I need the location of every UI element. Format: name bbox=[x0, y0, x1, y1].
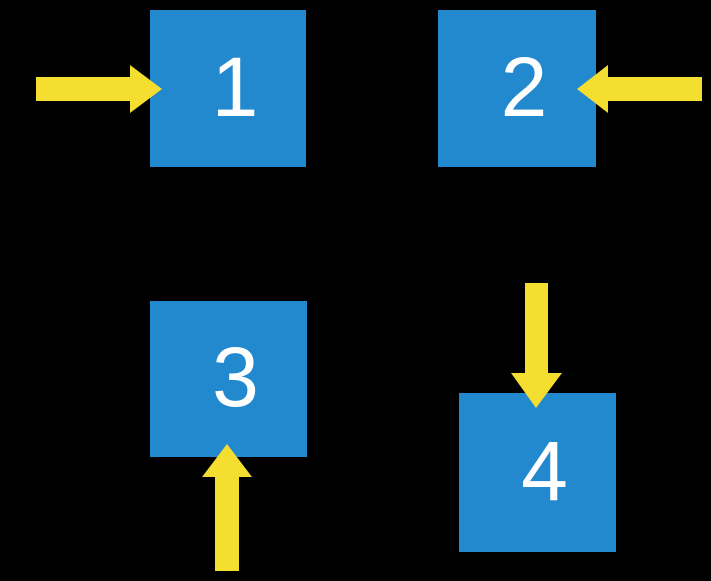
arrow-left-icon bbox=[577, 65, 702, 113]
node-box-2[interactable]: 2 bbox=[438, 10, 596, 167]
node-box-4[interactable]: 4 bbox=[459, 393, 616, 552]
node-label-4: 4 bbox=[521, 423, 568, 518]
node-label-1: 1 bbox=[211, 39, 259, 134]
arrow-into-node-1 bbox=[36, 65, 162, 113]
arrow-up-icon bbox=[202, 444, 252, 571]
node-label-2: 2 bbox=[500, 39, 548, 134]
arrow-into-node-3 bbox=[202, 444, 252, 571]
arrow-into-node-4 bbox=[511, 283, 562, 408]
arrow-down-icon bbox=[511, 283, 562, 408]
arrow-into-node-2 bbox=[577, 65, 702, 113]
node-box-3[interactable]: 3 bbox=[150, 301, 307, 457]
arrow-right-icon bbox=[36, 65, 162, 113]
node-box-1[interactable]: 1 bbox=[150, 10, 306, 167]
node-label-3: 3 bbox=[212, 330, 259, 424]
